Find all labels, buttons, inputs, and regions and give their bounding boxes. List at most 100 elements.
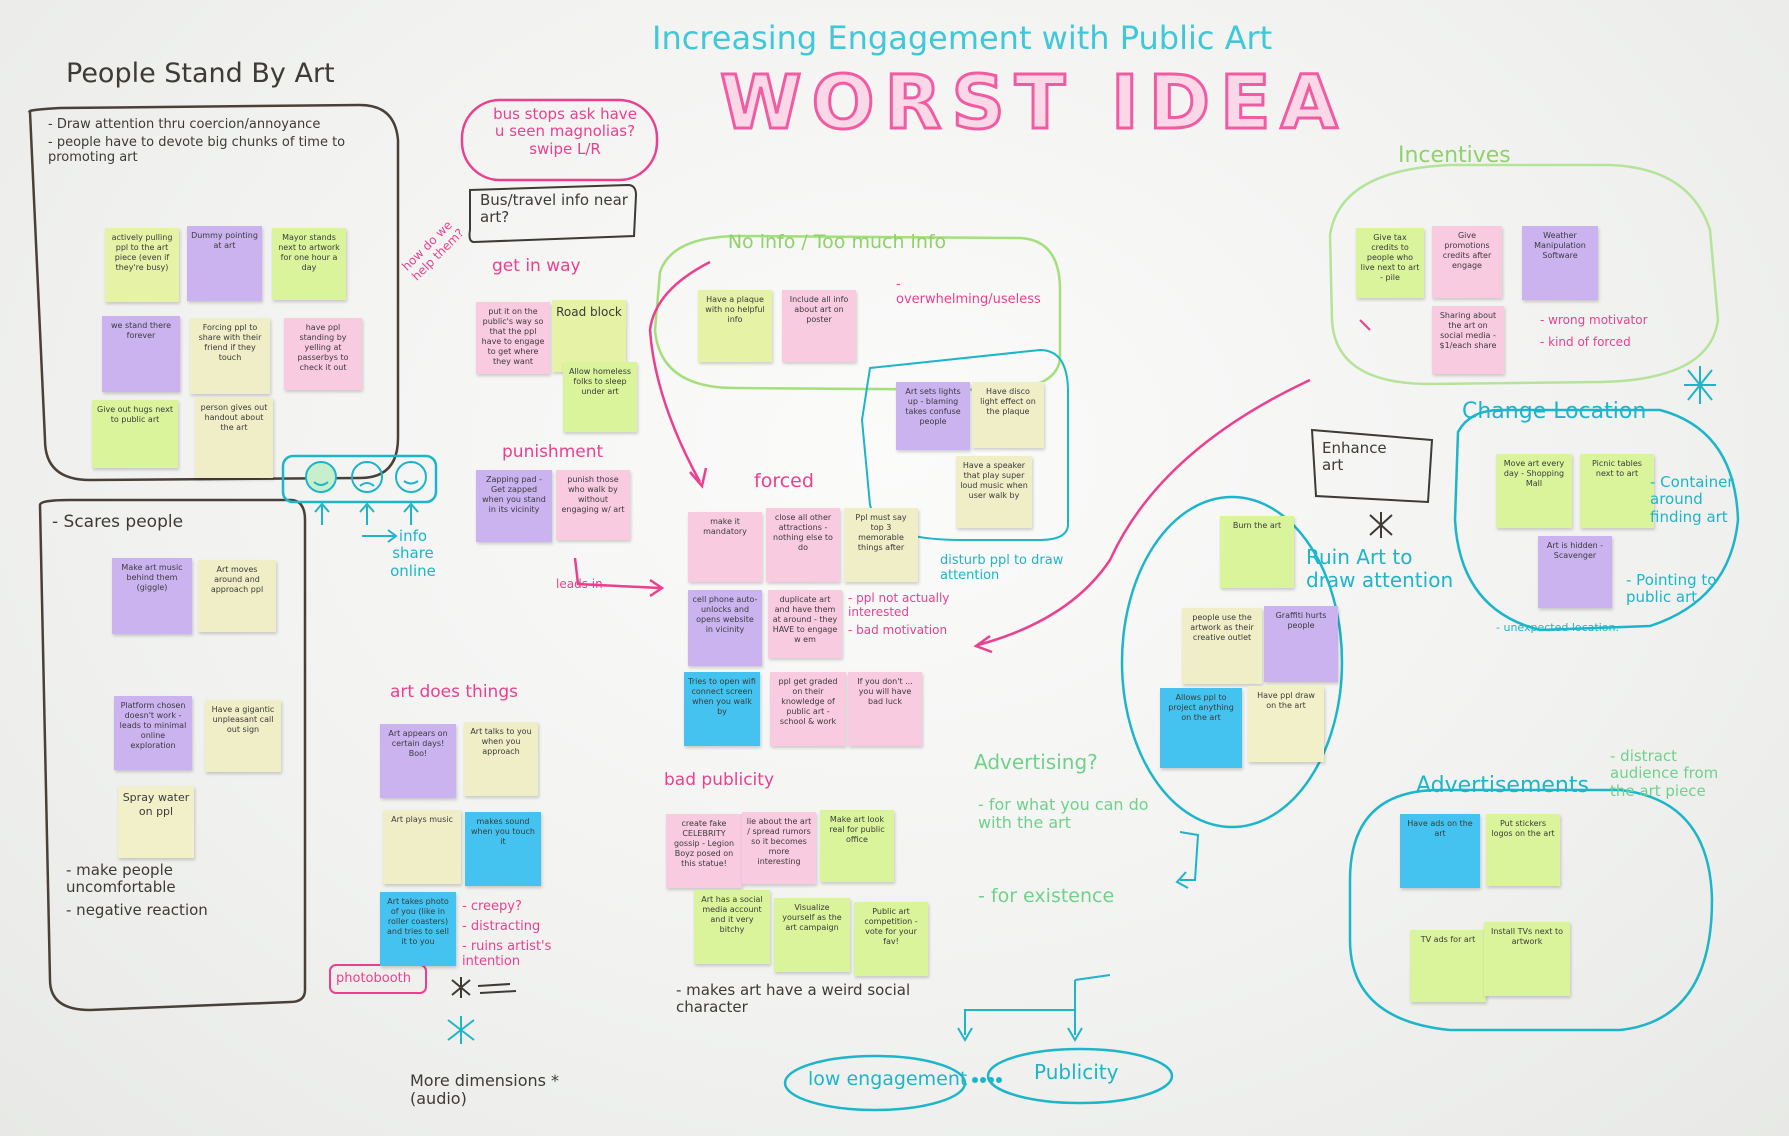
low-engagement: low engagement [808,1068,968,1090]
info-share-online: info share online [390,527,436,580]
punishment-title: punishment [502,442,604,462]
change-location-comment3: - unexpected location. [1496,621,1619,634]
sticky-note: put it on the public's way so that the p… [476,302,550,374]
sticky-note: Install TVs next to artwork [1484,922,1570,996]
sticky-note: Allow homeless folks to sleep under art [563,362,637,432]
sticky-note: Have disco light effect on the plaque [972,382,1044,448]
sticky-note: make it mandatory [688,512,762,582]
sticky-note: Art sets lights up - blaming takes confu… [896,382,970,450]
sticky-note: Give out hugs next to public art [92,400,178,468]
sticky-note: Make art music behind them (giggle) [112,558,192,634]
bus-stops-idea: bus stops ask have u seen magnolias? swi… [493,105,637,158]
sticky-note: Make art look real for public office [820,810,894,882]
sticky-note: Art appears on certain days! Boo! [380,724,456,798]
people-stand-title: People Stand By Art [66,58,335,89]
sticky-note: Road block [552,300,626,372]
sticky-note: cell phone auto-unlocks and opens websit… [688,590,762,666]
bad-publicity-title: bad publicity [664,770,775,790]
sticky-note: Art moves around and approach ppl [198,560,276,632]
scares-footer2: - negative reaction [66,901,208,919]
art-reaction: - distracting [462,919,541,934]
sticky-note: Spray water on ppl [118,786,194,858]
change-location-comment2: - Pointing to public art [1626,571,1717,607]
incentives-comment2: - kind of forced [1540,335,1631,349]
disturb-label: disturb ppl to draw attention [940,553,1064,583]
sticky-note: Put stickers logos on the art [1486,814,1560,886]
forced-title: forced [754,470,814,492]
sticky-note: makes sound when you touch it [465,812,541,886]
photobooth-label: photobooth [336,971,411,986]
sticky-note: Visualize yourself as the art campaign [774,898,850,972]
art-reaction: - creepy? [462,899,522,914]
sticky-note: Zapping pad - Get zapped when you stand … [476,470,552,542]
sticky-note: Dummy pointing at art [187,226,262,301]
sticky-note: Give promotions credits after engage [1432,226,1502,298]
sticky-note: Art plays music [383,810,461,884]
art-reaction: - ruins artist's intention [462,939,552,969]
incentives-title: Incentives [1398,143,1511,168]
bad-publicity-comment: - makes art have a weird social characte… [676,981,911,1017]
sticky-note: Burn the art [1220,516,1294,588]
sticky-note: Picnic tables next to art [1580,454,1654,528]
sticky-note: close all other attractions - nothing el… [766,508,840,582]
scares-footer1: - make people uncomfortable [66,861,176,897]
sticky-note: Platform chosen doesn't work - leads to … [114,696,192,770]
more-dimensions: More dimensions * (audio) [410,1071,560,1109]
sticky-note: Art talks to you when you approach [464,722,538,796]
sticky-note: Tries to open wifi connect screen when y… [684,672,760,746]
board-subheading: WORST IDEA [719,59,1348,148]
forced-comment2: - bad motivation [848,623,948,637]
board-heading: Increasing Engagement with Public Art [652,19,1273,57]
sticky-note: Include all info about art on poster [782,290,856,362]
advertising-line2: - for existence [978,885,1115,907]
publicity-bubble: Publicity [1034,1060,1119,1084]
sticky-note: person gives out handout about the art [195,398,273,478]
change-location-comment1: - Container around finding art [1650,473,1734,526]
advertising-line1: - for what you can do with the art [978,795,1149,833]
sticky-note: Give tax credits to people who live next… [1356,228,1424,298]
sticky-note: TV ads for art [1410,930,1486,1002]
sticky-note: Have a plaque with no helpful info [698,290,772,362]
sticky-note: lie about the art / spread rumors so it … [742,812,816,884]
sticky-note: Art is hidden - Scavenger [1538,536,1612,608]
sticky-note: punish those who walk by without engagin… [556,470,630,540]
forced-comment1: - ppl not actually interested [848,591,950,619]
no-info-title: No info / Too much info [727,231,947,253]
enhance-art: Enhance art [1322,439,1387,475]
incentives-comment1: - wrong motivator [1540,313,1648,327]
sticky-note: duplicate art and have them at around - … [768,590,842,658]
sticky-note: Weather Manipulation Software [1522,226,1598,300]
bus-travel-idea: Bus/travel info near art? [480,191,628,227]
sticky-note: ppl get graded on their knowledge of pub… [770,672,846,746]
no-info-comment: - overwhelming/useless [896,277,1041,307]
sticky-note: people use the artwork as their creative… [1182,608,1262,684]
get-in-way-title: get in way [492,256,581,276]
change-location-title: Change Location [1462,399,1647,424]
advertising-title: Advertising? [974,750,1098,774]
sticky-note: Art takes photo of you (like in roller c… [380,892,456,966]
sticky-note: we stand there forever [102,316,180,392]
sticky-note: Graffiti hurts people [1264,606,1338,682]
sticky-note: Have ads on the art [1400,814,1480,888]
sticky-note: Sharing about the art on social media - … [1432,306,1504,374]
sticky-note: Have a speaker that play super loud musi… [956,456,1032,528]
sticky-note: If you don't ... you will have bad luck [848,672,922,746]
advertisements-title: Advertisements [1416,773,1589,798]
sticky-note: have ppl standing by yelling at passerby… [284,318,362,390]
advertisements-comment: - distract audience from the art piece [1610,747,1719,800]
sticky-note: Art has a social media account and it ve… [694,890,770,964]
sticky-note: Have ppl draw on the art [1248,686,1324,762]
sticky-note: actively pulling ppl to the art piece (e… [105,228,179,302]
sticky-note: Allows ppl to project anything on the ar… [1160,688,1242,768]
sticky-note: Public art competition - vote for your f… [854,902,928,976]
sticky-note: Mayor stands next to artwork for one hou… [272,228,346,300]
sticky-note: create fake CELEBRITY gossip - Legion Bo… [666,814,742,888]
sticky-note: Forcing ppl to share with their friend i… [190,318,270,394]
sticky-note: Move art every day - Shopping Mall [1496,454,1572,528]
sticky-note: Have a gigantic unpleasant call out sign [205,700,281,772]
punishment-tag: leads in [556,577,603,591]
art-does-things-title: art does things [390,682,518,702]
people-stand-line2: - people have to devote big chunks of ti… [48,135,346,165]
